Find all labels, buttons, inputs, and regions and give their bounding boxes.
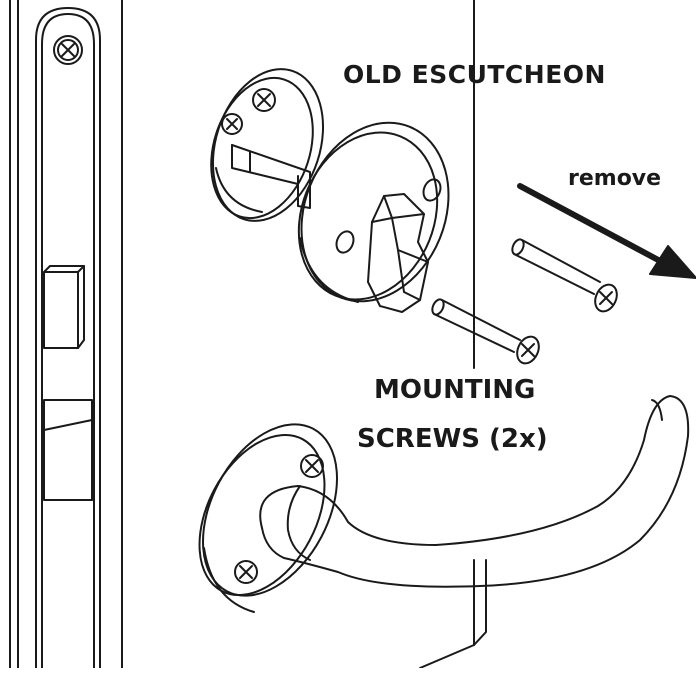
mounting-screws-label-line1: MOUNTING (374, 375, 536, 405)
faceplate-screw-icon (54, 36, 82, 64)
mounting-screw-1 (430, 298, 543, 367)
lever-rosette (174, 402, 364, 619)
strike-bolt (44, 400, 92, 500)
door-edge (10, 0, 122, 668)
lock-faceplate (36, 8, 100, 668)
latch-bolt (44, 266, 84, 348)
mounting-screw-2 (510, 238, 621, 315)
inner-rosette (194, 55, 341, 236)
old-escutcheon-label: OLD ESCUTCHEON (343, 60, 606, 89)
lever-screw-icon (235, 455, 323, 583)
door-face-edge (420, 0, 486, 668)
mounting-screws-label-line2: SCREWS (2x) (357, 424, 548, 454)
rosette-screw-icon (222, 89, 275, 134)
old-escutcheon (275, 100, 475, 323)
spindle (232, 145, 310, 208)
thumb-turn (368, 194, 428, 312)
arrow-right-down-icon (520, 186, 696, 278)
lever-handle (260, 396, 688, 587)
remove-label: remove (568, 166, 662, 191)
